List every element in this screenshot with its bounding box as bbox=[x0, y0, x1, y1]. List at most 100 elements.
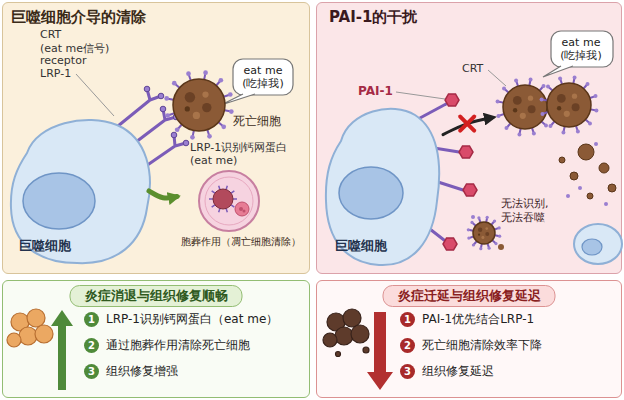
crt-spike-tip bbox=[479, 247, 482, 250]
crt-spike-tip bbox=[494, 242, 497, 245]
dead-cell-spot bbox=[513, 96, 522, 105]
crt-spike-tip bbox=[207, 134, 212, 139]
speech-bubble bbox=[543, 31, 613, 77]
outcome-item: 组织修复延迟 bbox=[422, 364, 494, 379]
outcome-item: 通过胞葬作用清除死亡细胞 bbox=[106, 338, 250, 353]
crt-spike-tip bbox=[165, 113, 170, 118]
dead-cell-spot bbox=[193, 112, 200, 119]
signal-label: CRT bbox=[40, 28, 61, 41]
crt-spike-tip bbox=[546, 84, 550, 88]
dead-cell-spot bbox=[572, 103, 580, 111]
efferocytosis-arrow bbox=[149, 191, 177, 198]
cell-fragment bbox=[471, 215, 475, 219]
speech-bubble-body bbox=[551, 31, 613, 67]
speech-bubble bbox=[221, 59, 293, 105]
block-cross bbox=[460, 117, 474, 131]
outcome-header: 炎症迁延与组织修复延迟 bbox=[383, 285, 556, 307]
crt-spike-tip bbox=[498, 226, 501, 229]
crt-spike-tip bbox=[186, 71, 191, 76]
cell-label: 巨噬细胞 bbox=[335, 237, 387, 255]
crt-spike-tip bbox=[586, 82, 590, 86]
crt-spike-tip bbox=[573, 76, 577, 80]
dead-cell-body bbox=[467, 216, 502, 251]
crt-spike bbox=[212, 205, 215, 207]
signal-label: LRP-1 bbox=[40, 67, 71, 80]
dead-cell-spot bbox=[478, 228, 482, 232]
crt-spike-tip bbox=[467, 236, 470, 239]
dead-cell-spot bbox=[185, 92, 195, 102]
callout-number: 2 bbox=[400, 338, 415, 353]
engulfed-fragment bbox=[235, 202, 249, 216]
crt-spike-tip bbox=[493, 219, 496, 222]
crt-spike-tip bbox=[540, 112, 544, 116]
crt-spike-tip bbox=[532, 132, 536, 136]
callout-number: 3 bbox=[400, 364, 415, 379]
phagosome-inner bbox=[205, 177, 253, 225]
cell-label: 死亡细胞 bbox=[233, 113, 281, 130]
engulfed-fragment bbox=[243, 210, 246, 213]
engulfed-cell bbox=[213, 189, 233, 209]
status-note: 无法识别, 无法吞噬 bbox=[501, 197, 557, 225]
crt-spike-tip bbox=[190, 135, 195, 140]
macrophage-nucleus bbox=[23, 173, 95, 229]
crt-spike-tip bbox=[164, 96, 169, 101]
dead-cell-spot bbox=[478, 234, 480, 236]
dead-cell-spot bbox=[485, 232, 489, 236]
crt-spike-tip bbox=[517, 132, 521, 136]
crt-spike-tip bbox=[487, 247, 490, 250]
crt-spike-tip bbox=[594, 94, 598, 98]
crt-spike bbox=[226, 209, 227, 213]
crt-spike-tip bbox=[467, 228, 470, 231]
macrophage-cell: 巨噬细胞 bbox=[7, 113, 149, 269]
crt-spike-tip bbox=[221, 125, 226, 130]
crt-spike-tip bbox=[175, 127, 180, 132]
outcome-item: LRP-1识别钙网蛋白（eat me） bbox=[106, 312, 278, 327]
crt-spike-tip bbox=[558, 76, 562, 80]
dead-cell-membrane bbox=[503, 85, 547, 129]
callout-number: 2 bbox=[84, 338, 99, 353]
crt-spike bbox=[212, 191, 215, 193]
crt-spike-tip bbox=[472, 243, 475, 246]
crt-spike-tip bbox=[561, 130, 565, 134]
crt-spike-tip bbox=[477, 216, 480, 219]
dead-cell-spot bbox=[528, 105, 536, 113]
callout-number: 1 bbox=[400, 312, 415, 327]
speech-bubble-tail bbox=[543, 66, 573, 77]
dead-cell-spot bbox=[520, 113, 526, 119]
macrophage-membrane bbox=[326, 109, 439, 265]
crt-spike-tip bbox=[576, 130, 580, 134]
crt-spike bbox=[231, 191, 234, 193]
dead-cell: eat me (吃掉我) 死亡细胞 bbox=[163, 57, 301, 141]
crt-spike-tip bbox=[542, 84, 546, 88]
dead-cell-spot bbox=[557, 106, 561, 110]
crt-spike-tip bbox=[496, 99, 500, 103]
dead-cell-membrane bbox=[173, 79, 225, 131]
cell-label: 巨噬细胞 bbox=[19, 237, 71, 255]
crt-spike-tip bbox=[548, 124, 552, 128]
speech-bubble-body bbox=[233, 59, 293, 95]
panel: PAI-1的干扰巨噬细胞eat me (吃掉我)无法识别, 无法吞噬 bbox=[316, 2, 622, 274]
crt-spike bbox=[209, 198, 213, 200]
efferocytosis-vesicle: 胞葬作用（凋亡细胞清除） bbox=[177, 169, 305, 255]
crt-spike-tip bbox=[502, 86, 506, 90]
process-label: 胞葬作用（凋亡细胞清除） bbox=[179, 235, 303, 249]
crt-spike-tip bbox=[219, 78, 224, 83]
dead-cell-spot bbox=[564, 111, 570, 117]
dead-cell-spot bbox=[185, 106, 190, 111]
outcome-header: 炎症消退与组织修复顺畅 bbox=[70, 285, 243, 307]
dead-cell-spot bbox=[481, 236, 484, 239]
dead-cell-spot bbox=[202, 91, 208, 97]
dead-cell-body bbox=[540, 76, 599, 135]
dead-cell-body bbox=[164, 70, 233, 139]
panel-title: 巨噬细胞介导的清除 bbox=[11, 8, 146, 27]
unrecognized-dead-cell: 无法识别, 无法吞噬 bbox=[471, 193, 567, 255]
dead-cell-spot bbox=[485, 227, 488, 230]
speech-bubble-text: eat me (吃掉我) bbox=[240, 64, 286, 90]
crt-spike-tip bbox=[540, 97, 544, 101]
dead-cell-spot bbox=[202, 103, 211, 112]
block-cross bbox=[460, 117, 474, 131]
crt-spike-tip bbox=[496, 114, 500, 118]
crt-spike-tip bbox=[229, 109, 234, 114]
